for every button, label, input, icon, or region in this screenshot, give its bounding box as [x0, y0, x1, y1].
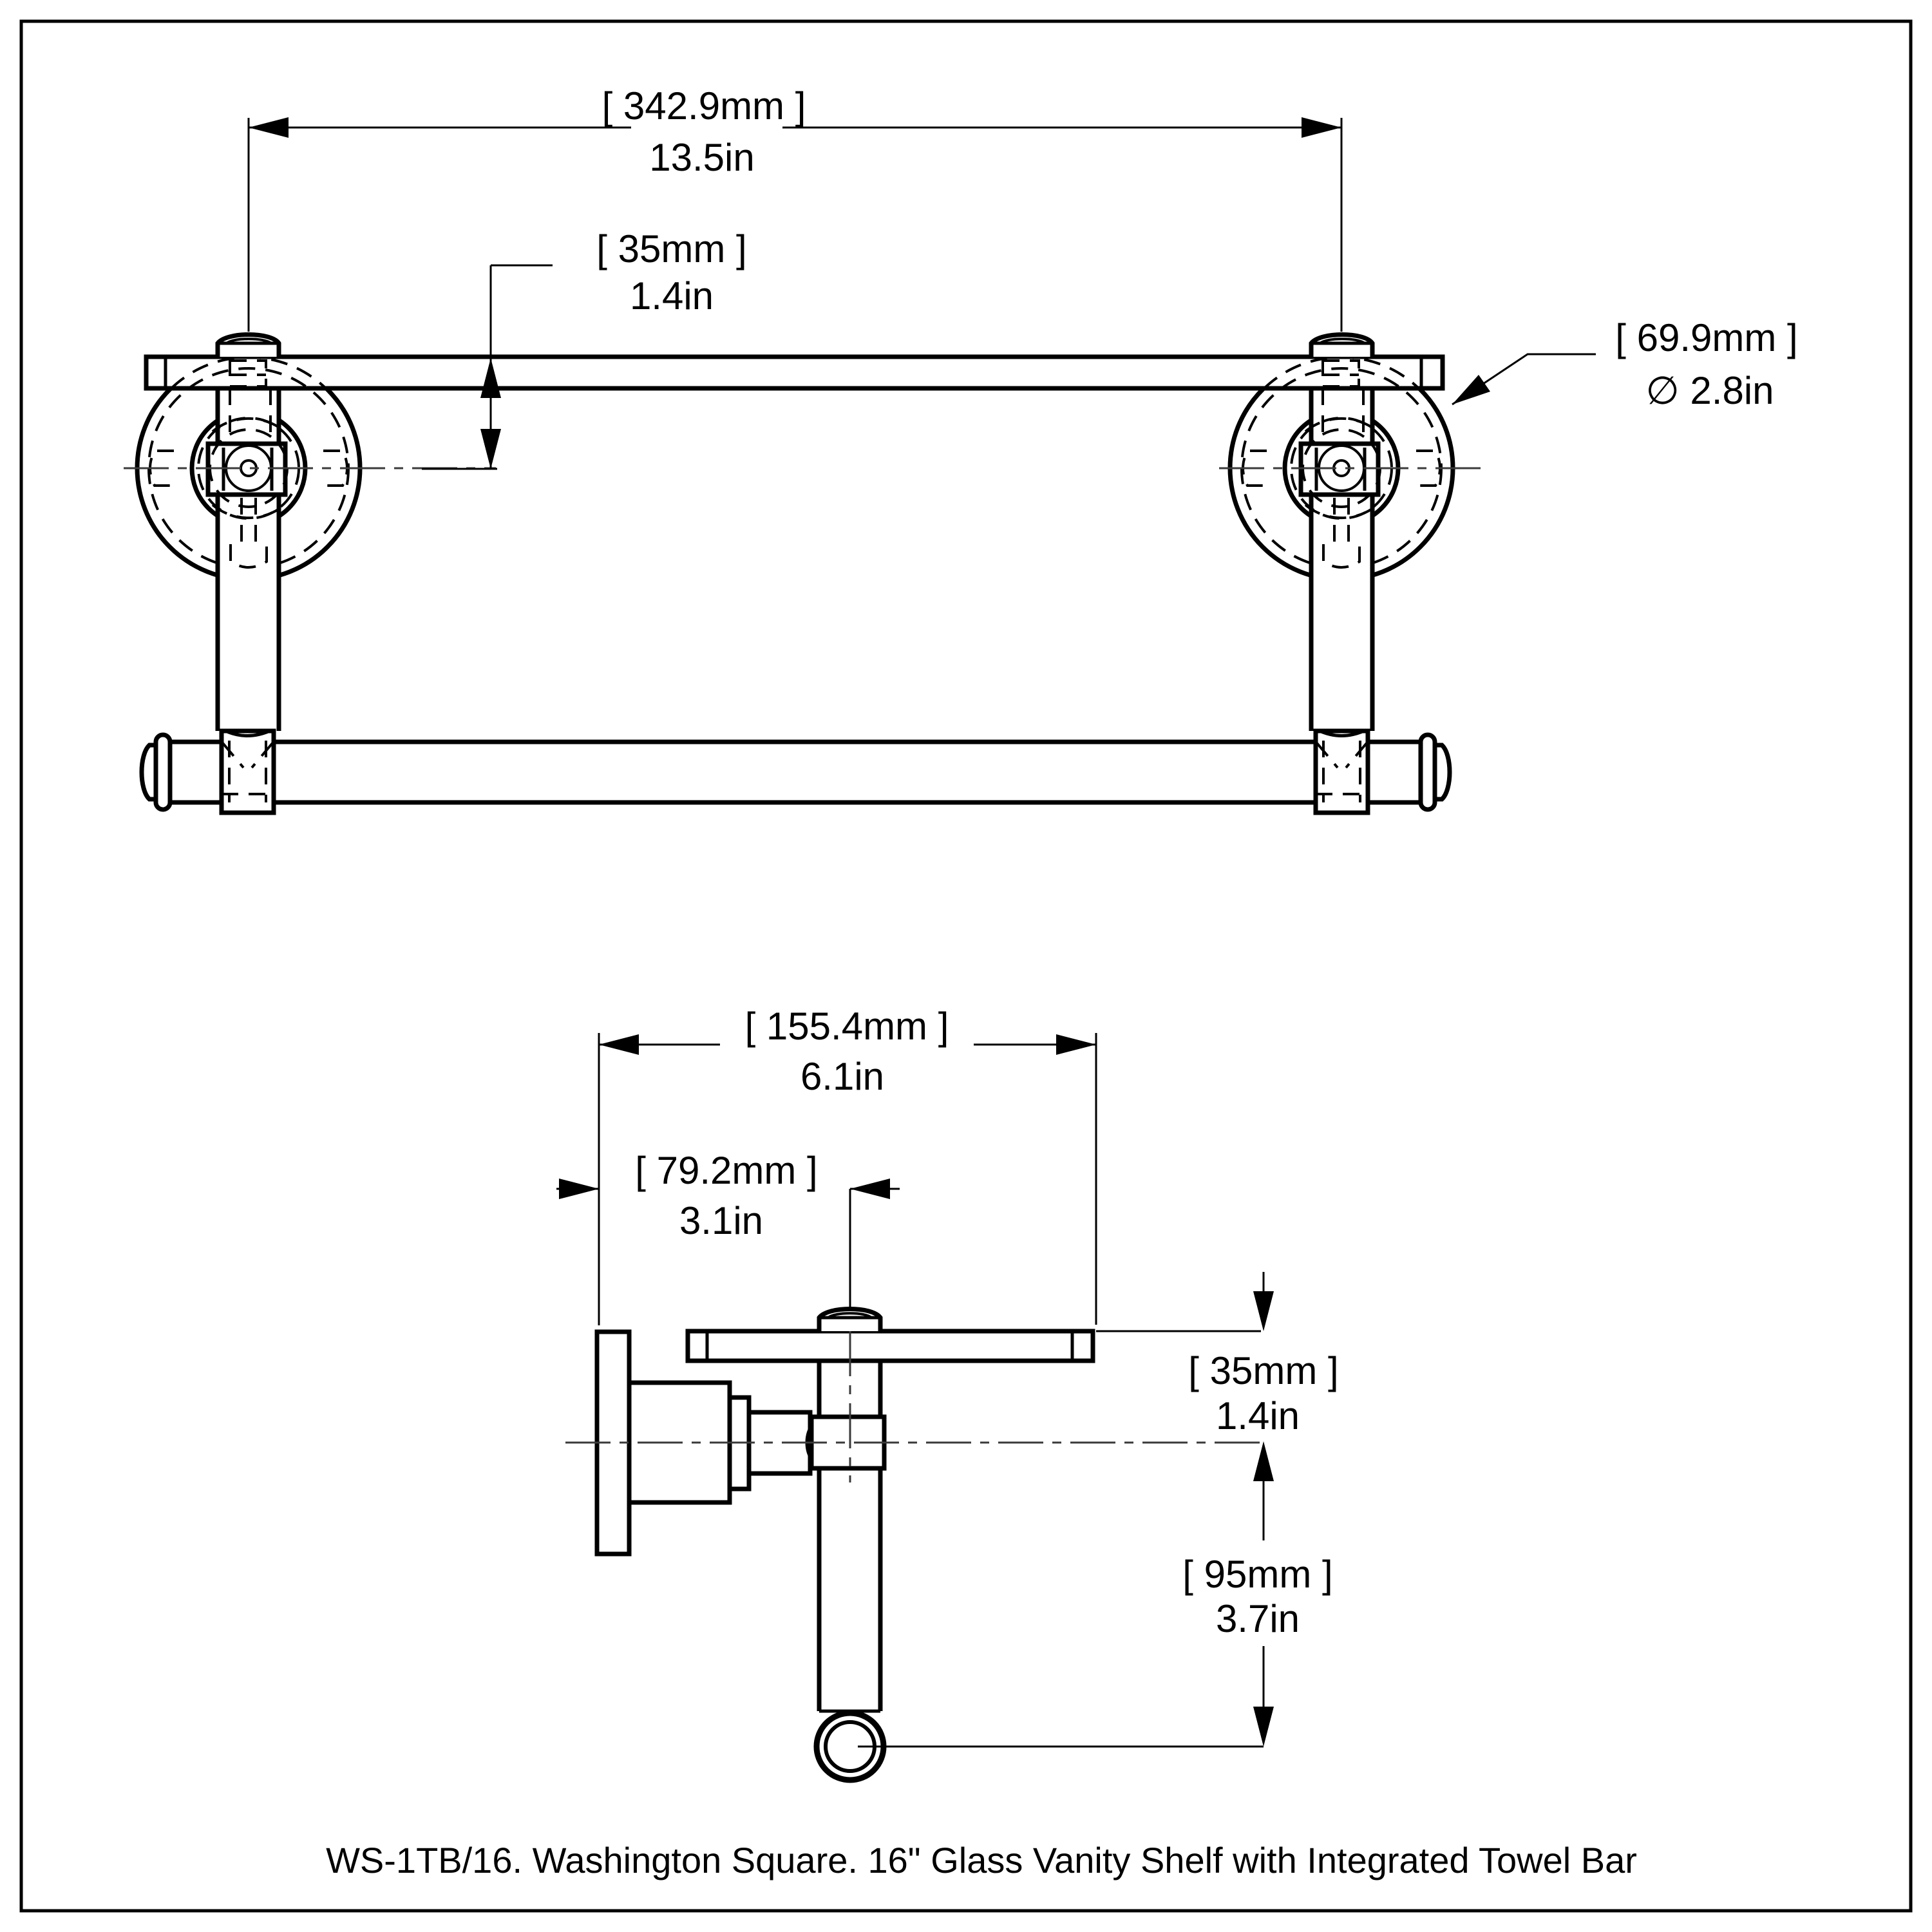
glass-shelf [144, 354, 1445, 391]
right-post [1304, 388, 1379, 731]
dim-bar-drop-in: 3.7in [1216, 1597, 1300, 1640]
front-dimensions: [ 342.9mm ] 13.5in [ 35mm ] 1.4in [ 69.9… [247, 84, 1798, 470]
bar-left-end-cap [139, 743, 157, 802]
dim-bar-offset: [ 79.2mm ] 3.1in [556, 1149, 900, 1307]
right-shelf-screw [1309, 332, 1375, 357]
dim-bar-offset-in: 3.1in [679, 1199, 763, 1242]
dim-depth-in: 6.1in [800, 1055, 884, 1098]
left-bar-sleeve [219, 728, 276, 815]
dim-depth-mm: [ 155.4mm ] [745, 1005, 949, 1048]
dim-shelf-drop-in: 1.4in [1216, 1394, 1300, 1437]
dim-shelf-offset-in: 1.4in [630, 274, 714, 317]
glass-shelf-side [685, 1329, 1095, 1363]
dim-shelf-offset: [ 35mm ] 1.4in [422, 227, 747, 470]
left-shelf-screw [215, 332, 281, 357]
shelf-screw-side [817, 1307, 883, 1331]
dim-bar-drop: [ 95mm ] 3.7in [858, 1441, 1333, 1748]
side-view [565, 1307, 1264, 1783]
side-dimensions: [ 155.4mm ] 6.1in [ 79.2mm ] 3.1in [ 35m… [556, 1005, 1339, 1748]
left-post [211, 388, 286, 731]
dim-flange-mm: [ 69.9mm ] [1615, 316, 1797, 359]
dim-shelf-offset-mm: [ 35mm ] [596, 227, 746, 270]
drawing-border [19, 19, 1913, 1913]
dim-bar-drop-mm: [ 95mm ] [1182, 1553, 1332, 1596]
bar-right-end-cap [1434, 743, 1452, 802]
caption: WS-1TB/16. Washington Square. 16" Glass … [326, 1840, 1637, 1880]
dim-flange-diameter: [ 69.9mm ] ∅ 2.8in [1452, 316, 1798, 412]
right-bar-sleeve [1313, 728, 1370, 815]
dim-depth: [ 155.4mm ] 6.1in [598, 1005, 1097, 1325]
dim-width: [ 342.9mm ] 13.5in [247, 84, 1343, 332]
dim-width-mm: [ 342.9mm ] [602, 84, 806, 128]
dim-width-in: 13.5in [649, 136, 754, 179]
dim-shelf-drop: [ 35mm ] 1.4in [1096, 1272, 1339, 1437]
dim-flange-in: ∅ 2.8in [1645, 369, 1774, 412]
front-view [124, 332, 1488, 815]
dim-bar-offset-mm: [ 79.2mm ] [635, 1149, 817, 1192]
towel-bar [139, 732, 1452, 812]
dim-shelf-drop-mm: [ 35mm ] [1188, 1349, 1338, 1392]
